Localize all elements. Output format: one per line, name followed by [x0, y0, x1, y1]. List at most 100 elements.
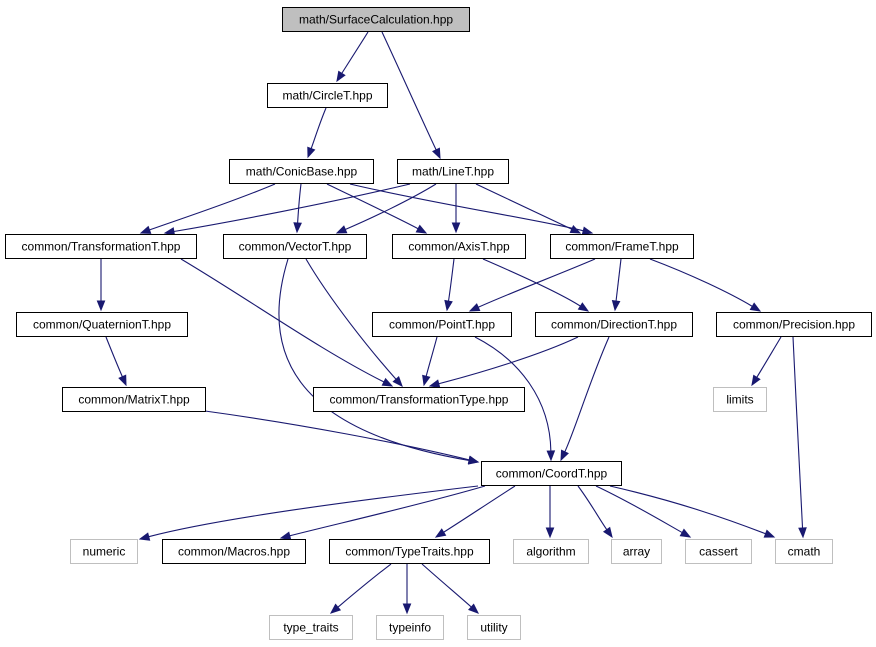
node-matrixt[interactable]: common/MatrixT.hpp [62, 387, 206, 412]
node-label: algorithm [526, 545, 575, 559]
edge-line [337, 563, 392, 608]
edge-conicbase-to-transformationt [139, 183, 276, 234]
node-label: type_traits [283, 621, 338, 635]
edge-line [149, 183, 276, 231]
edge-line [564, 336, 610, 453]
node-box [550, 234, 694, 259]
node-label: common/AxisT.hpp [408, 240, 510, 254]
node-pointt[interactable]: common/PointT.hpp [372, 312, 512, 337]
node-directiont[interactable]: common/DirectionT.hpp [535, 312, 693, 337]
node-coordt[interactable]: common/CoordT.hpp [481, 461, 622, 486]
edge-surfacecalc-to-circlet [336, 31, 369, 83]
arrowhead-icon [581, 226, 594, 235]
edge-vectort-to-coordt [278, 258, 480, 465]
node-box [685, 539, 752, 564]
node-label: common/TransformationT.hpp [22, 240, 181, 254]
arrowhead-icon [422, 374, 431, 387]
edge-line [278, 258, 470, 462]
node-vectort[interactable]: common/VectorT.hpp [223, 234, 367, 259]
edge-line [474, 336, 552, 452]
node-label: common/VectorT.hpp [239, 240, 352, 254]
arrowhead-icon [139, 225, 152, 234]
node-label: math/SurfaceCalculation.hpp [299, 13, 453, 27]
node-circlet[interactable]: math/CircleT.hpp [267, 83, 388, 108]
node-label: common/Macros.hpp [178, 545, 290, 559]
edge-line [341, 31, 369, 74]
edge-line [305, 258, 397, 380]
node-box [269, 615, 353, 640]
edge-framet-to-pointt [468, 258, 596, 312]
arrowhead-icon [546, 450, 556, 462]
edge-line [595, 485, 683, 534]
edge-line [173, 183, 411, 233]
node-cmath[interactable]: cmath [775, 539, 833, 564]
edge-line [421, 563, 472, 608]
edge-pointt-to-transformationtype [422, 336, 438, 387]
edge-line [482, 258, 581, 307]
node-box [223, 234, 367, 259]
edge-line [438, 336, 579, 385]
node-quaterniont[interactable]: common/QuaternionT.hpp [16, 312, 188, 337]
edge-quaterniont-to-matrixt [105, 336, 127, 387]
edge-line [447, 258, 455, 302]
edge-line [326, 183, 419, 230]
node-box [267, 83, 388, 108]
node-type_traits[interactable]: type_traits [269, 615, 353, 640]
arrowhead-icon [468, 303, 481, 312]
node-label: common/QuaternionT.hpp [33, 318, 171, 332]
node-label: limits [726, 393, 753, 407]
node-label: numeric [83, 545, 126, 559]
node-label: common/PointT.hpp [389, 318, 495, 332]
edge-transformationt-to-quaterniont [96, 258, 106, 312]
node-box [397, 159, 509, 184]
node-utility[interactable]: utility [467, 615, 521, 640]
edge-coordt-to-cassert [595, 485, 692, 538]
arrowhead-icon [444, 299, 453, 312]
arrowhead-icon [432, 147, 441, 160]
edge-line [148, 485, 479, 538]
edge-line [289, 485, 486, 537]
edge-line [349, 183, 584, 232]
arrowhead-icon [749, 302, 762, 312]
arrowhead-icon [569, 225, 582, 234]
node-transformationtype[interactable]: common/TransformationType.hpp [313, 387, 525, 412]
edge-coordt-to-algorithm [545, 485, 555, 539]
edge-coordt-to-array [577, 485, 613, 539]
arrowhead-icon [577, 302, 590, 312]
node-box [70, 539, 138, 564]
edge-vectort-to-transformationtype [305, 258, 403, 388]
edge-conicbase-to-vectort [293, 183, 302, 234]
arrowhead-icon [679, 528, 692, 538]
node-algorithm[interactable]: algorithm [513, 539, 589, 564]
node-axist[interactable]: common/AxisT.hpp [392, 234, 526, 259]
node-box [481, 461, 622, 486]
arrowhead-icon [602, 526, 613, 539]
node-precision[interactable]: common/Precision.hpp [716, 312, 872, 337]
edge-linet-to-axist [451, 184, 461, 234]
node-cassert[interactable]: cassert [685, 539, 752, 564]
edge-conicbase-to-axist [326, 183, 428, 234]
edge-line [425, 336, 438, 377]
node-limits[interactable]: limits [713, 387, 767, 412]
node-surfacecalc[interactable]: math/SurfaceCalculation.hpp [282, 7, 470, 32]
arrowhead-icon [763, 529, 776, 538]
arrowhead-icon [381, 377, 394, 387]
node-label: math/ConicBase.hpp [246, 165, 358, 179]
edge-line [180, 258, 385, 383]
edge-precision-to-limits [751, 336, 782, 387]
arrowhead-icon [163, 227, 176, 236]
node-numeric[interactable]: numeric [70, 539, 138, 564]
node-macros[interactable]: common/Macros.hpp [162, 539, 306, 564]
node-typetraits[interactable]: common/TypeTraits.hpp [329, 539, 490, 564]
node-conicbase[interactable]: math/ConicBase.hpp [229, 159, 374, 184]
node-box [513, 539, 589, 564]
arrowhead-icon [335, 225, 348, 234]
node-framet[interactable]: common/FrameT.hpp [550, 234, 694, 259]
node-typeinfo[interactable]: typeinfo [376, 615, 444, 640]
node-linet[interactable]: math/LineT.hpp [397, 159, 509, 184]
node-label: array [623, 545, 650, 559]
edge-directiont-to-transformationtype [428, 336, 579, 388]
node-array[interactable]: array [611, 539, 662, 564]
node-transformationt[interactable]: common/TransformationT.hpp [5, 234, 197, 259]
